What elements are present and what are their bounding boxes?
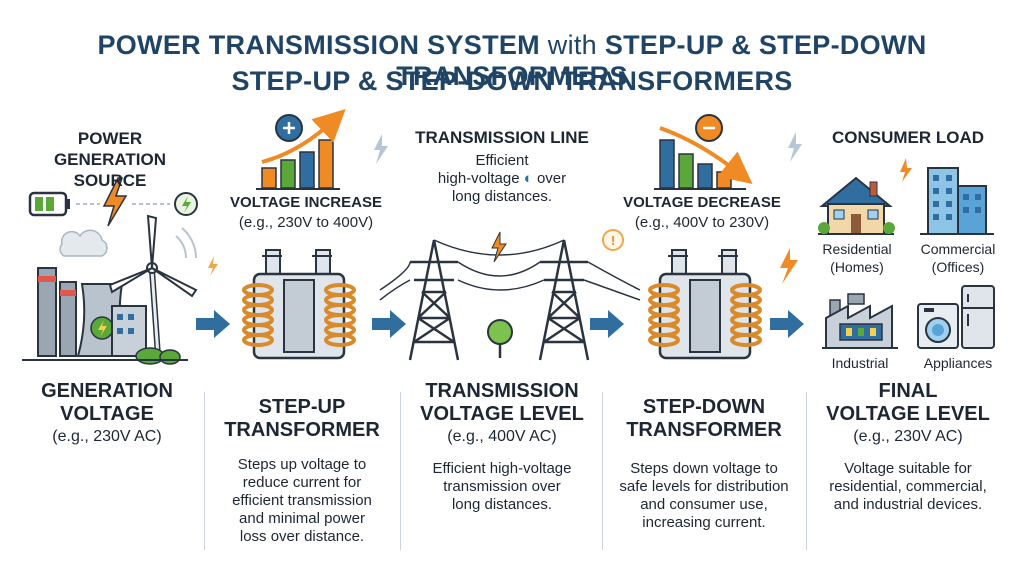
title-part-b: with (539, 30, 605, 60)
divider-3 (602, 392, 603, 550)
transmission-heading: TRANSMISSION LINE (415, 128, 589, 147)
transmission-sub-line2b: over (536, 170, 567, 187)
step-up-name-line2: TRANSFORMER (224, 419, 380, 441)
generation-example: (e.g., 230V AC) (52, 428, 162, 445)
generation-label-line2: VOLTAGE (60, 403, 154, 425)
final-voltage-label: FINAL VOLTAGE LEVEL (810, 380, 1006, 426)
voltage-decrease-label: VOLTAGE DECREASE (623, 194, 781, 211)
industrial-label: Industrial (831, 355, 889, 371)
voltage-decrease-chart-icon (654, 114, 802, 190)
title-part-c: STEP-UP & STEP-DOWN TRANSFORMERS (396, 30, 927, 91)
residential-line1: Residential (822, 241, 892, 257)
residential-line2: (Homes) (830, 259, 884, 275)
appliances-label: Appliances (923, 355, 993, 371)
voltage-decrease-example: (e.g., 400V to 230V) (634, 214, 770, 231)
divider-4 (806, 392, 807, 550)
step-down-name-line1: STEP-DOWN (642, 396, 766, 418)
transmission-voltage-label: TRANSMISSION VOLTAGE LEVEL (404, 380, 600, 426)
step-up-desc-line: efficient transmission (232, 492, 372, 509)
step-down-name: STEP-DOWN TRANSFORMER (606, 396, 802, 442)
consumer-bolt-icon (900, 158, 912, 182)
voltage-increase-label: VOLTAGE INCREASE (230, 194, 382, 211)
transmission-desc-line: transmission over (443, 478, 561, 495)
generation-label-line1: GENERATION (41, 380, 173, 402)
transmission-bolt-icon (491, 231, 507, 263)
transmission-example: (e.g., 400V AC) (447, 428, 557, 445)
factory-icon (822, 293, 898, 349)
commercial-line1: Commercial (920, 241, 996, 257)
final-example: (e.g., 230V AC) (853, 428, 963, 445)
transmission-sub-line1: Efficient (475, 152, 529, 169)
generation-voltage-label: GENERATION VOLTAGE (14, 380, 200, 426)
transmission-desc-line: Efficient high-voltage (432, 460, 572, 477)
step-down-desc-line: and consumer use, (640, 496, 768, 513)
step-up-desc-line: Steps up voltage to (237, 456, 367, 473)
step-down-desc-line: increasing current. (642, 514, 766, 531)
step-up-desc-line: and minimal power (239, 510, 365, 527)
consumer-desc-line: and industrial devices. (833, 496, 983, 513)
flow-arrow-4 (770, 310, 804, 338)
step-up-desc-line: loss over distance. (239, 528, 365, 545)
final-label-line2: VOLTAGE LEVEL (826, 403, 990, 425)
transmission-desc-line: long distances. (451, 496, 553, 513)
transmission-towers-icon (379, 239, 641, 361)
step-down-desc-line: Steps down voltage to (630, 460, 778, 477)
generation-heading: POWER GENERATION SOURCE (20, 128, 200, 191)
flow-arrow-3 (590, 310, 624, 338)
tree-icon (487, 319, 513, 358)
main-title: POWER TRANSMISSION SYSTEM with STEP-UP &… (0, 30, 1024, 92)
voltage-increase-chart-icon (256, 109, 388, 190)
consumer-desc-line: residential, commercial, (829, 478, 987, 495)
transmission-sub-line3: long distances. (451, 188, 553, 205)
residential-label: Residential (Homes) (812, 240, 902, 276)
svg-text:!: ! (611, 233, 615, 248)
office-buildings-icon (920, 167, 994, 235)
generation-heading-line1: POWER GENERATION (53, 129, 167, 169)
transmission-subtext: Efficient high-voltage ◐ over long dista… (402, 152, 602, 206)
transmission-label-line1: TRANSMISSION (425, 380, 579, 402)
flow-arrow-1 (196, 310, 230, 338)
title-part-a: POWER TRANSMISSION SYSTEM (97, 30, 540, 60)
consumer-description: Voltage suitable for residential, commer… (810, 460, 1006, 514)
commercial-label: Commercial (Offices) (912, 240, 1004, 276)
step-up-transformer-icon (242, 249, 356, 360)
flow-arrow-2 (372, 310, 406, 338)
transmission-sub-line2: high-voltage (437, 170, 520, 187)
step-down-transformer-icon (648, 248, 798, 360)
step-up-description: Steps up voltage to reduce current for e… (208, 456, 396, 546)
step-up-name-line1: STEP-UP (258, 396, 346, 418)
voltage-increase-example: (e.g., 230V to 400V) (238, 214, 374, 231)
divider-1 (204, 392, 205, 550)
main-title-line2: STEP-UP & STEP-DOWN TRANSFORMERS (231, 66, 793, 96)
flow-arrows (196, 310, 804, 338)
commercial-line2: (Offices) (931, 259, 985, 275)
step-down-desc-line: safe levels for distribution (619, 478, 789, 495)
transmission-description: Efficient high-voltage transmission over… (404, 460, 600, 514)
house-icon (818, 176, 895, 235)
generation-heading-line2: SOURCE (73, 171, 147, 190)
step-down-description: Steps down voltage to safe levels for di… (604, 460, 804, 532)
step-up-name: STEP-UP TRANSFORMER (208, 396, 396, 442)
transmission-label-line2: VOLTAGE LEVEL (420, 403, 584, 425)
divider-2 (400, 392, 401, 550)
generation-scene-icon (22, 177, 218, 365)
final-label-line1: FINAL (878, 380, 938, 402)
small-bolt-icon: ◐ (523, 170, 533, 187)
consumer-desc-line: Voltage suitable for (844, 460, 972, 477)
appliances-icon (917, 285, 995, 349)
step-down-name-line2: TRANSFORMER (626, 419, 782, 441)
warning-icon (602, 229, 624, 251)
consumer-heading: CONSUMER LOAD (831, 128, 985, 147)
step-up-desc-line: reduce current for (242, 474, 362, 491)
